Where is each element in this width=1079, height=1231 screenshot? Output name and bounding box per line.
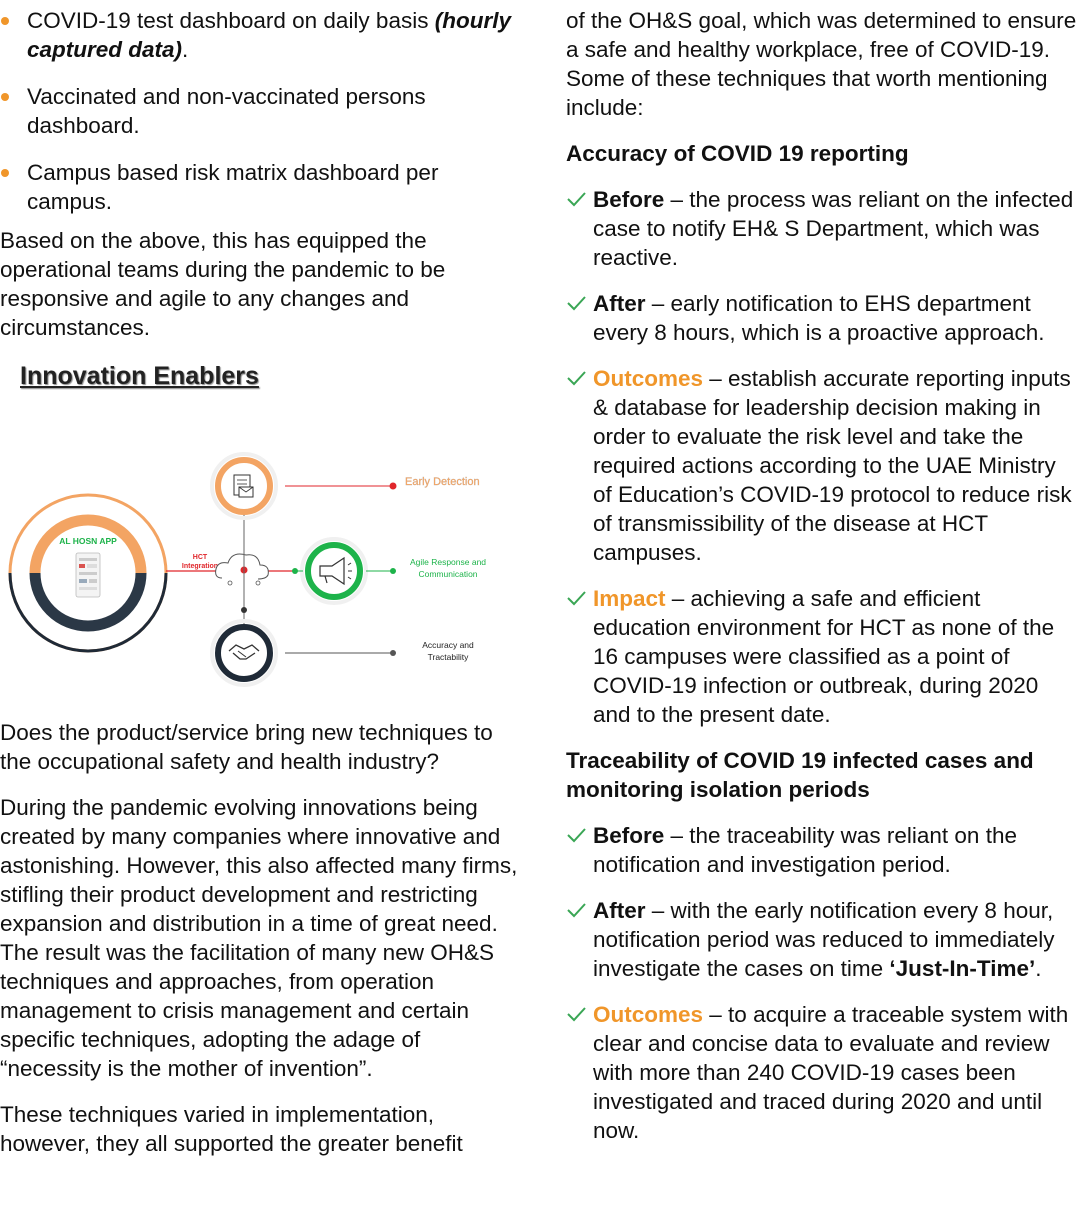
app-label: AL HOSN APP: [59, 536, 117, 546]
list-item: After – with the early notification ever…: [566, 896, 1079, 983]
accuracy-label-1: Accuracy and: [422, 640, 474, 650]
inner-ring-orange: [29, 514, 147, 574]
item-key: After: [593, 291, 646, 316]
item-emphasis: ‘Just-In-Time’: [889, 956, 1036, 981]
check-icon: [567, 371, 586, 386]
item-text: – the process was reliant on the infecte…: [593, 187, 1074, 270]
bullet-emphasis: (hourly captured data): [27, 8, 511, 62]
left-column: COVID-19 test dashboard on daily basis (…: [0, 0, 520, 391]
item-key: After: [593, 898, 646, 923]
bullet-icon: [1, 169, 9, 177]
section-heading-reporting: Accuracy of COVID 19 reporting: [566, 141, 909, 166]
top-circle-outer: [210, 452, 278, 520]
inner-ring-dark: [29, 572, 147, 632]
list-item: Vaccinated and non-vaccinated persons da…: [0, 82, 520, 140]
accuracy-label-2: Tractability: [428, 652, 470, 662]
item-text: – early notification to EHS department e…: [593, 291, 1045, 345]
list-item: Campus based risk matrix dashboard per c…: [0, 158, 520, 216]
diagram-svg: AL HOSN APP HCT Integration: [8, 452, 486, 687]
intro-paragraph: of the OH&S goal, which was determined t…: [566, 8, 1077, 120]
list-item: Impact – achieving a safe and efficient …: [566, 584, 1079, 729]
item-key: Before: [593, 823, 665, 848]
summary-paragraph: Based on the above, this has equipped th…: [0, 228, 446, 340]
techniques-paragraph: These techniques varied in implementatio…: [0, 1102, 463, 1156]
list-item: Outcomes – establish accurate reporting …: [566, 364, 1079, 567]
bullet-text: Campus based risk matrix dashboard per c…: [27, 160, 439, 214]
question-paragraph: Does the product/service bring new techn…: [0, 720, 493, 774]
agile-dot: [390, 568, 396, 574]
dashboard-bullet-list: COVID-19 test dashboard on daily basis (…: [0, 6, 520, 216]
check-icon: [567, 296, 586, 311]
traceability-check-list: Before – the traceability was reliant on…: [566, 821, 1079, 1145]
list-item: After – early notification to EHS depart…: [566, 289, 1079, 347]
bottom-circle: [215, 624, 273, 682]
item-text: – the traceability was reliant on the no…: [593, 823, 1017, 877]
right-column: of the OH&S goal, which was determined t…: [566, 6, 1079, 1162]
cloud-icon: [215, 553, 269, 586]
section-heading-traceability: Traceability of COVID 19 infected cases …: [566, 748, 1034, 802]
reporting-check-list: Before – the process was reliant on the …: [566, 185, 1079, 729]
agile-left-dot: [292, 568, 298, 574]
list-item: Outcomes – to acquire a traceable system…: [566, 1000, 1079, 1145]
early-detection-dot: [389, 482, 397, 490]
check-icon: [567, 903, 586, 918]
item-text: – to acquire a traceable system with cle…: [593, 1002, 1069, 1143]
early-detection-label: Early Detection: [405, 476, 480, 488]
list-item: Before – the traceability was reliant on…: [566, 821, 1079, 879]
innovation-enablers-diagram: AL HOSN APP HCT Integration: [0, 445, 520, 695]
item-key: Before: [593, 187, 665, 212]
check-icon: [567, 1007, 586, 1022]
handshake-icon: [228, 644, 260, 660]
bottom-circle-outer: [210, 619, 278, 687]
item-key: Outcomes: [593, 1002, 704, 1027]
agile-label-2: Communication: [418, 569, 477, 579]
item-text: – achieving a safe and efficient educati…: [593, 586, 1055, 727]
phone-screen-icon: [75, 552, 101, 598]
bullet-icon: [1, 17, 9, 25]
hct-label: HCT: [193, 554, 208, 561]
list-item: Before – the process was reliant on the …: [566, 185, 1079, 272]
list-item: COVID-19 test dashboard on daily basis (…: [0, 6, 520, 64]
document-mail-icon: [233, 474, 254, 498]
left-column-lower: Does the product/service bring new techn…: [0, 718, 520, 1175]
innovation-enablers-heading: Innovation Enablers: [20, 362, 259, 390]
pandemic-paragraph: During the pandemic evolving innovations…: [0, 795, 518, 1081]
megaphone-icon: [319, 556, 352, 586]
check-icon: [567, 591, 586, 606]
connector-dot: [241, 607, 247, 613]
check-icon: [567, 192, 586, 207]
outer-ring-dark: [8, 572, 168, 653]
bullet-tail: .: [182, 37, 189, 62]
item-key: Impact: [593, 586, 666, 611]
item-text: – establish accurate reporting inputs & …: [593, 366, 1072, 565]
item-text: – with the early notification every 8 ho…: [593, 898, 1055, 981]
item-key: Outcomes: [593, 366, 704, 391]
agile-label-1: Agile Response and: [410, 557, 486, 567]
item-tail: .: [1035, 956, 1042, 981]
accuracy-dot: [390, 650, 396, 656]
bullet-text: Vaccinated and non-vaccinated persons da…: [27, 84, 426, 138]
bullet-text: COVID-19 test dashboard on daily basis: [27, 8, 435, 33]
check-icon: [567, 828, 586, 843]
hct-integration-label: Integration: [182, 563, 218, 570]
bullet-icon: [1, 93, 9, 101]
